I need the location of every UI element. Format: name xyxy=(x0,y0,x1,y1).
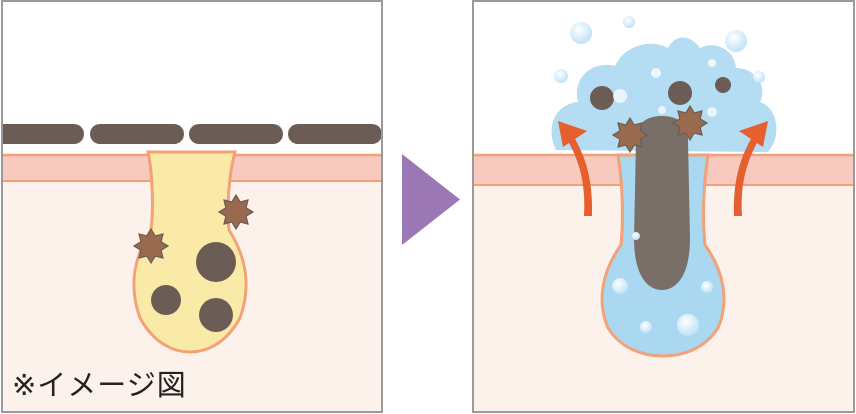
before-panel xyxy=(1,0,383,413)
image-disclaimer-caption: ※イメージ図 xyxy=(12,368,187,402)
bubbles xyxy=(554,16,765,336)
dirt-particle xyxy=(715,77,731,93)
spiky-star-icon xyxy=(611,116,649,154)
bubble-icon xyxy=(623,16,635,28)
bubble-icon xyxy=(708,59,716,67)
dirt-particle xyxy=(151,285,181,315)
bubble-icon xyxy=(612,278,628,294)
bubble-icon xyxy=(658,106,666,114)
sebum-plug xyxy=(634,116,690,290)
spiky-star-icon xyxy=(671,104,709,142)
bubble-icon xyxy=(753,71,765,83)
bubble-icon xyxy=(554,69,568,83)
bubble-icon xyxy=(640,321,652,333)
foam-cloud xyxy=(551,37,777,152)
spiky-star-icon xyxy=(217,193,255,231)
dirt-particle xyxy=(590,86,614,110)
after-panel xyxy=(472,0,855,413)
bubble-icon xyxy=(651,68,661,78)
before-panel-border xyxy=(1,0,383,413)
dirt-particle xyxy=(199,298,233,332)
dirt-particle xyxy=(196,242,236,282)
skin-flake xyxy=(288,124,381,144)
bubble-icon xyxy=(707,107,717,117)
bubble-icon xyxy=(613,89,627,103)
curved-arrow-up-icon xyxy=(558,121,593,216)
skin-flakes xyxy=(3,124,381,144)
dirt-particle xyxy=(668,81,692,105)
bubble-icon xyxy=(632,232,640,240)
triangle-right-icon xyxy=(402,154,460,245)
bubble-icon xyxy=(677,314,699,336)
skin-flake xyxy=(90,124,184,144)
skin-flake xyxy=(189,124,283,144)
curved-arrow-up-icon xyxy=(733,121,768,216)
after-panel-border xyxy=(472,0,855,413)
bubble-icon xyxy=(570,22,592,44)
bubble-icon xyxy=(701,281,713,293)
skin-flake xyxy=(3,124,84,144)
bubble-icon xyxy=(725,30,747,52)
spiky-star-icon xyxy=(132,227,170,265)
